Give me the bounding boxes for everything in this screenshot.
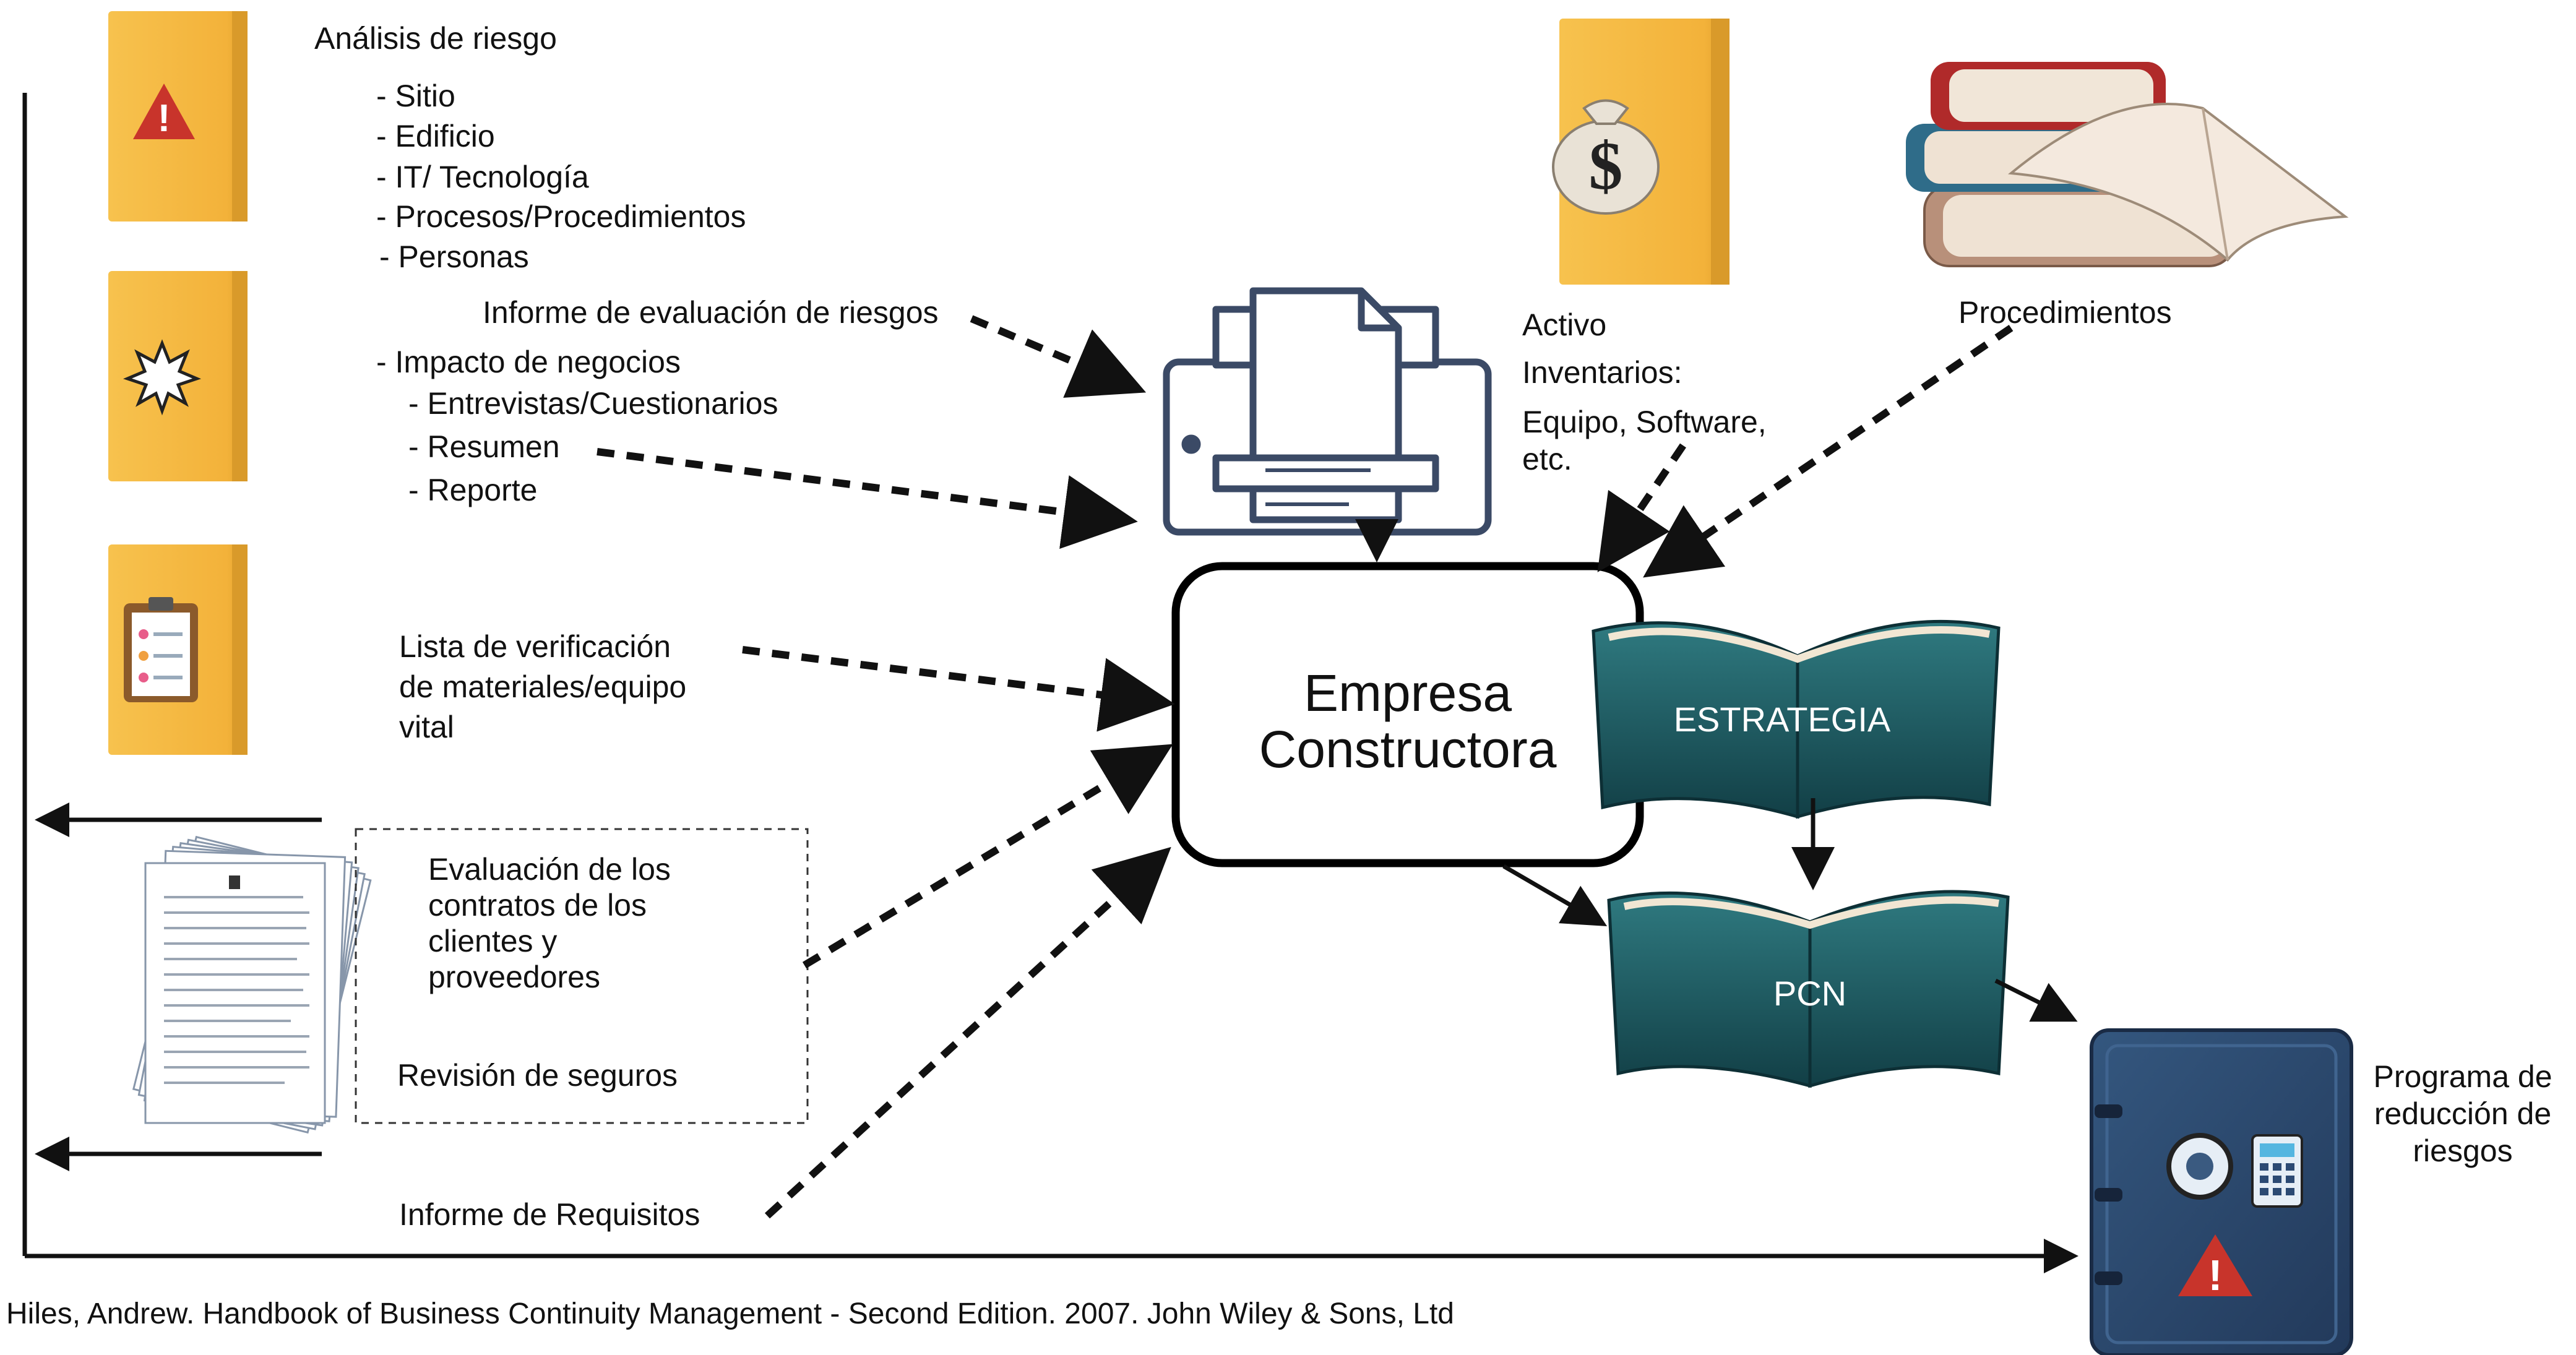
risk-report-label: Informe de evaluación de riesgos (483, 295, 939, 330)
assets-line-2: Inventarios: (1522, 355, 1682, 390)
risk-program-line-2: reducción de (2374, 1096, 2552, 1131)
strategy-book-icon (1592, 619, 2001, 819)
contracts-line-3: clientes y (428, 924, 558, 958)
risk-program-line-3: riesgos (2413, 1133, 2513, 1168)
contracts-line-4: proveedores (428, 960, 600, 994)
checklist-book (108, 544, 248, 755)
risk-item-people: - Personas (379, 239, 529, 274)
strategy-label: ESTRATEGIA (1673, 700, 1891, 739)
business-impact-title: - Impacto de negocios (376, 345, 681, 379)
procedures-books-icon (1906, 62, 2349, 267)
company-title-line-1: Empresa (1303, 664, 1512, 722)
impact-item-report: - Reporte (408, 473, 538, 507)
citation: Hiles, Andrew. Handbook of Business Cont… (6, 1297, 1454, 1330)
bcp-book-icon (1607, 890, 2010, 1088)
company-title-line-2: Constructora (1259, 720, 1557, 778)
business-impact-book (108, 271, 248, 481)
svg-text:$: $ (1589, 128, 1623, 204)
contracts-line-1: Evaluación de los (428, 852, 671, 887)
contracts-insurance-box (355, 828, 809, 1124)
risk-program-line-1: Programa de (2373, 1059, 2552, 1094)
clipboard-icon (124, 597, 198, 702)
company-title: Empresa Constructora (1182, 665, 1634, 777)
insurance-label: Revisión de seguros (397, 1058, 678, 1093)
explosion-icon (123, 339, 202, 416)
solid-arrows (1355, 519, 2078, 1022)
assets-line-3: Equipo, Software, (1522, 405, 1767, 439)
risk-item-site: - Sitio (376, 79, 455, 113)
safe-icon: ! (2090, 1028, 2353, 1355)
checklist-line-3: vital (399, 710, 454, 744)
assets-line-1: Activo (1522, 308, 1607, 342)
assets-book: $ (1552, 19, 1730, 285)
requirements-label: Informe de Requisitos (399, 1197, 700, 1232)
risk-analysis-book: ! (108, 11, 248, 222)
feedback-lines (22, 75, 2078, 1273)
risk-item-building: - Edificio (376, 119, 495, 153)
checklist-line-1: Lista de verificación (399, 629, 671, 664)
impact-item-interviews: - Entrevistas/Cuestionarios (408, 386, 778, 421)
risk-program-label: Programa de reducción de riesgos (2358, 1058, 2568, 1169)
assets-line-4: etc. (1522, 442, 1572, 476)
checklist-line-2: de materiales/equipo (399, 669, 687, 704)
warning-icon (133, 84, 195, 139)
svg-text:!: ! (2208, 1251, 2222, 1299)
contracts-line-2: contratos de los (428, 888, 647, 923)
procedures-label: Procedimientos (1958, 295, 2172, 330)
risk-item-it: - IT/ Tecnología (376, 160, 589, 194)
bcp-label: PCN (1773, 974, 1847, 1013)
impact-item-summary: - Resumen (408, 429, 560, 464)
printer-icon (1163, 287, 1492, 536)
document-stack (132, 835, 372, 1134)
risk-analysis-title: Análisis de riesgo (314, 21, 557, 56)
svg-text:!: ! (158, 97, 171, 140)
warning-icon-safe (2178, 1234, 2252, 1296)
dashed-arrows (597, 315, 2014, 1219)
risk-item-processes: - Procesos/Procedimientos (376, 199, 746, 234)
